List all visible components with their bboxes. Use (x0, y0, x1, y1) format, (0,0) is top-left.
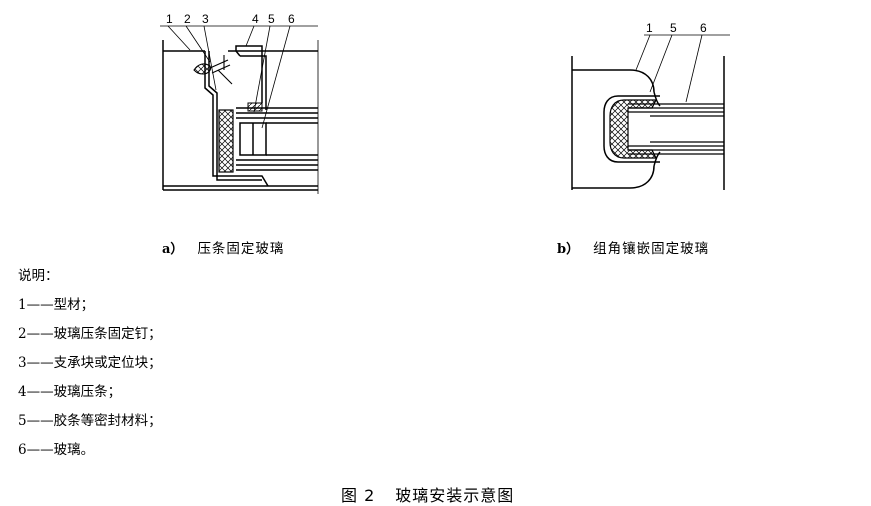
callout-a-3: 3 (202, 12, 209, 26)
subcaption-a-text: 压条固定玻璃 (197, 241, 285, 257)
subcaption-b-tag: b） (557, 242, 580, 257)
callout-a-5: 5 (268, 12, 275, 26)
subcaption-b: b） 组角镶嵌固定玻璃 (557, 237, 709, 257)
subcaption-b-text: 组角镶嵌固定玻璃 (593, 241, 710, 257)
sealing-gasket-b (609, 99, 657, 159)
legend-title: 说明： (18, 268, 59, 284)
subcaption-a: a） 压条固定玻璃 (162, 237, 284, 257)
callout-b-6: 6 (700, 21, 707, 35)
callout-a-4: 4 (252, 12, 259, 26)
diagram-a-profile (162, 40, 318, 191)
subcaption-a-tag: a） (162, 242, 184, 257)
sealing-strip-a (247, 102, 263, 112)
callout-b-5: 5 (670, 21, 677, 35)
figure-caption: 图 2 玻璃安装示意图 (341, 482, 514, 506)
legend-item-3: 3——支承块或定位块； (18, 355, 162, 371)
support-block (218, 109, 234, 173)
legend-item-5: 5——胶条等密封材料； (18, 413, 162, 429)
legend-item-6: 6——玻璃。 (18, 442, 95, 458)
legend-item-4: 4——玻璃压条； (18, 384, 122, 400)
fixing-nail (193, 55, 233, 85)
figure-title: 玻璃安装示意图 (395, 486, 515, 505)
callout-a-2: 2 (184, 12, 191, 26)
diagram-b-leader-lines (635, 34, 730, 103)
legend-item-1: 1——型材； (18, 297, 95, 313)
figure-number: 图 2 (341, 486, 376, 505)
callout-b-1: 1 (646, 21, 653, 35)
diagram-b-glass (628, 103, 724, 155)
callout-a-6: 6 (288, 12, 295, 26)
legend-item-2: 2——玻璃压条固定钉； (18, 326, 162, 342)
diagram-b-frame (571, 56, 725, 190)
callout-a-1: 1 (166, 12, 173, 26)
